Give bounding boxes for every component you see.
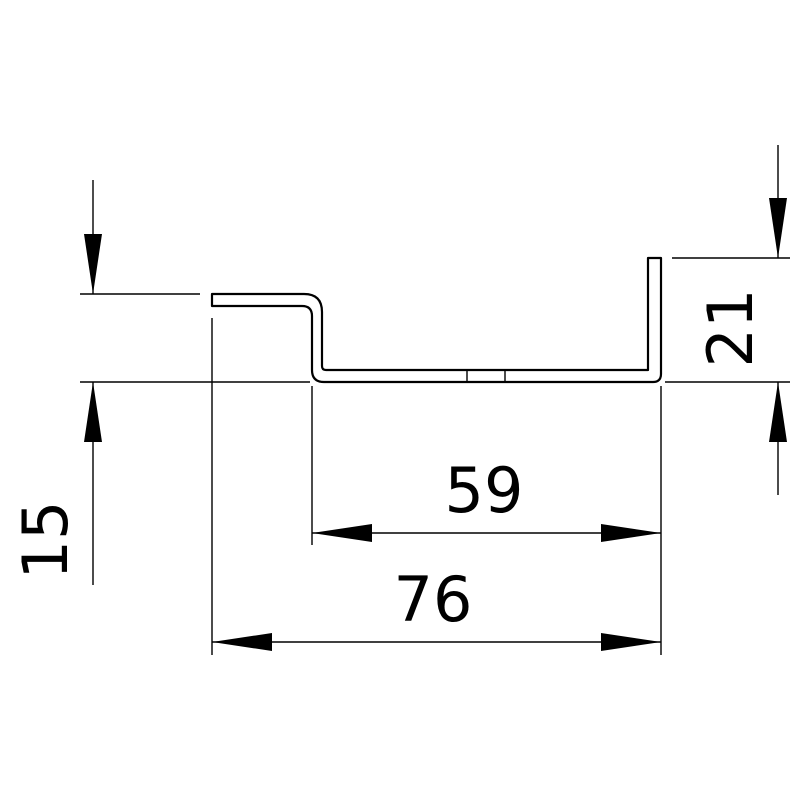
arrow-59-left (312, 524, 372, 542)
dimension-15: 15 (9, 180, 102, 585)
arrow-76-right (601, 633, 661, 651)
arrow-21-up (769, 382, 787, 442)
dimension-label-76: 76 (394, 563, 473, 636)
arrow-59-right (601, 524, 661, 542)
arrow-15-up (84, 382, 102, 442)
arrow-21-down (769, 198, 787, 258)
dimension-21: 21 (694, 145, 787, 495)
arrow-76-left (212, 633, 272, 651)
dimension-label-59: 59 (445, 454, 524, 527)
dimension-76: 76 (212, 563, 661, 651)
arrow-15-down (84, 234, 102, 294)
dimension-label-15: 15 (9, 501, 82, 580)
dimension-59: 59 (312, 454, 661, 542)
dimension-label-21: 21 (694, 289, 767, 368)
profile-outer-contour (210, 256, 663, 384)
profile-section (210, 256, 663, 384)
extension-lines (80, 257, 790, 655)
